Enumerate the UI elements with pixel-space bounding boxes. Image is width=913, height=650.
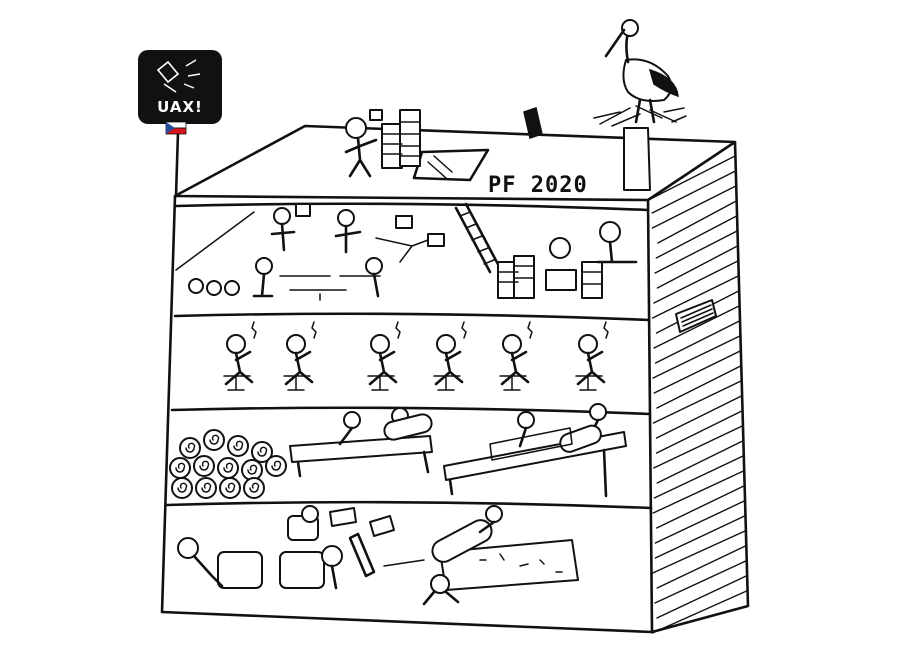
rug-roll-icon: [180, 438, 200, 458]
box-stack-right: [498, 222, 636, 298]
flag-czech-icon: [166, 122, 186, 134]
rug-roll-icon: [266, 456, 286, 476]
rug-roll-icon: [218, 458, 238, 478]
seated-worker-figure: [224, 322, 256, 390]
side-wall-hatching: [652, 156, 746, 633]
rug-roll-icon: [196, 478, 216, 498]
rug-roll-icon: [204, 430, 224, 450]
roof-elements: PF 2020: [346, 20, 686, 198]
rug-roll-icon: [172, 478, 192, 498]
seated-worker-figure: [500, 322, 532, 390]
box-stack: [382, 110, 420, 168]
roof-worker-figure: [346, 110, 382, 176]
seated-worker-figure: [576, 322, 608, 390]
stork-icon: [606, 20, 678, 122]
ladder: [456, 204, 500, 272]
uax-logo-sign: UAX!: [138, 50, 222, 196]
pf-2020-label: PF 2020: [488, 173, 588, 198]
office-figures: [254, 208, 382, 296]
rug-roll-icon: [228, 436, 248, 456]
floor-2-workers: [224, 322, 608, 390]
gear-icon: [189, 279, 239, 295]
floor-1-office: [176, 204, 636, 300]
rug-roll-icon: [194, 456, 214, 476]
floor-3-workshop: [170, 404, 626, 498]
seated-worker-figure: [434, 322, 466, 390]
seated-worker-figure: [368, 322, 400, 390]
floor-4-ground: [178, 506, 578, 604]
rug-roll-icon: [244, 478, 264, 498]
roll-pile: [170, 430, 286, 498]
logo-text: UAX!: [157, 98, 203, 116]
rug-roll-icon: [220, 478, 240, 498]
rug-roll-icon: [242, 460, 262, 480]
seated-worker-figure: [284, 322, 316, 390]
rug-roll-icon: [170, 458, 190, 478]
